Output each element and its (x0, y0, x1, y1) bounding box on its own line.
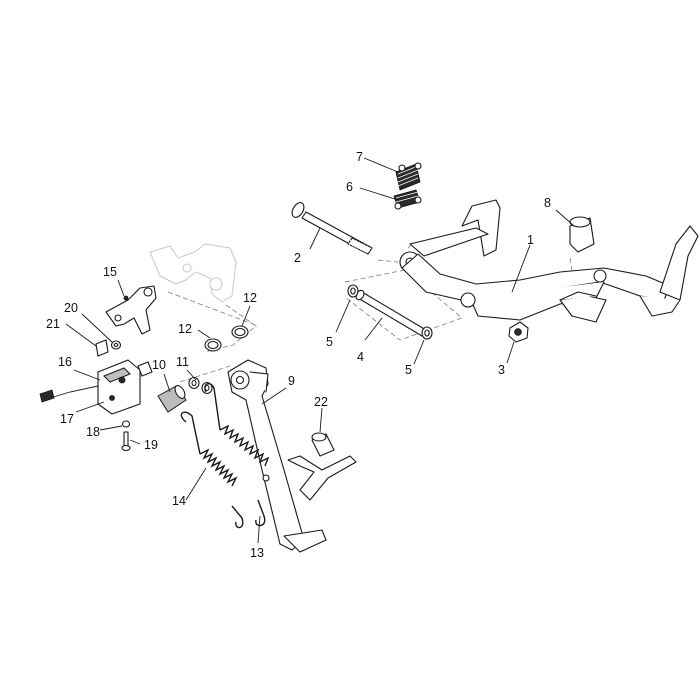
leader-lines (65, 157, 575, 544)
callout-13: 13 (250, 546, 264, 560)
part-spring-14 (180, 411, 244, 529)
part-oring-lower (204, 338, 222, 352)
part-bracket-15 (105, 285, 157, 335)
part-bushing (157, 385, 187, 413)
part-washer-18 (121, 420, 131, 428)
callout-20: 20 (64, 301, 78, 315)
callout-11: 11 (176, 355, 189, 369)
callout-8: 8 (544, 196, 551, 210)
callout-12-upper: 12 (243, 291, 257, 305)
part-side-stand (227, 359, 357, 553)
part-oring-upper (231, 325, 249, 339)
part-washer-20 (110, 340, 122, 350)
frame-bracket-ghost (149, 243, 237, 303)
callout-5-right: 5 (405, 363, 412, 377)
part-bolt-long (291, 202, 373, 255)
part-washers-11 (188, 376, 213, 395)
callout-12-lower: 12 (178, 322, 192, 336)
callout-9: 9 (288, 374, 295, 388)
part-small-spring-7 (395, 162, 422, 191)
callout-2: 2 (294, 251, 301, 265)
part-main-stand (399, 199, 699, 323)
callout-7: 7 (356, 150, 363, 164)
part-washer-right (421, 326, 433, 340)
part-screw-21 (95, 339, 109, 357)
callout-4: 4 (357, 350, 364, 364)
part-rubber-bumper (569, 216, 595, 253)
part-nut (508, 321, 529, 343)
part-screw-19 (121, 431, 131, 452)
callout-5-left: 5 (326, 335, 333, 349)
callout-19: 19 (144, 438, 158, 452)
callout-18: 18 (86, 425, 100, 439)
callout-21: 21 (46, 317, 60, 331)
callout-10: 10 (152, 358, 166, 372)
callout-1: 1 (527, 233, 534, 247)
part-rubber-bush (311, 432, 335, 457)
part-spring-13 (204, 382, 270, 527)
callout-3: 3 (498, 363, 505, 377)
callout-6: 6 (346, 180, 353, 194)
callout-16: 16 (58, 355, 72, 369)
part-pivot-pin (355, 289, 427, 337)
callout-22: 22 (314, 395, 328, 409)
callout-14: 14 (172, 494, 186, 508)
part-washer-left (347, 284, 359, 298)
part-small-spring-6 (393, 189, 422, 210)
callout-labels: 1 2 3 4 5 5 6 7 8 9 10 11 12 12 13 14 15… (46, 150, 551, 560)
callout-15: 15 (103, 265, 117, 279)
part-side-stand-switch (39, 359, 153, 415)
callout-17: 17 (60, 412, 74, 426)
